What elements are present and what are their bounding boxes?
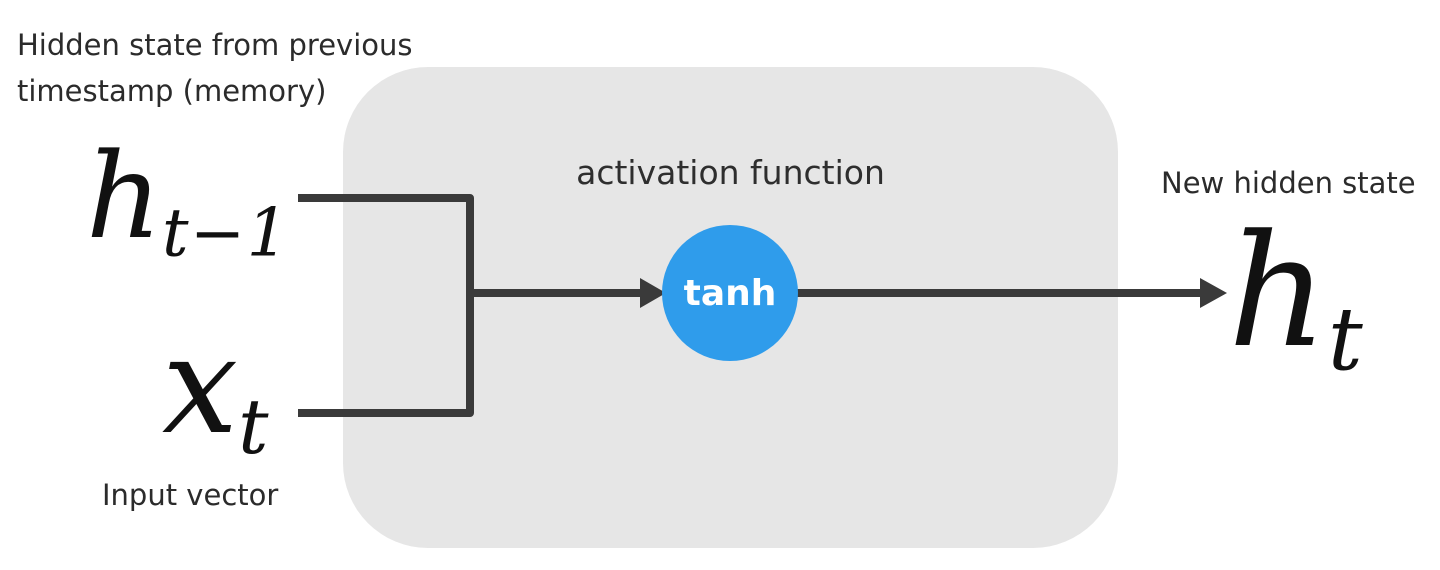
h-prev-base: h	[86, 127, 162, 265]
tanh-label: tanh	[683, 272, 777, 314]
activation-function-label: activation function	[576, 153, 885, 192]
h-out-subscript: t	[1327, 289, 1365, 391]
h-out-symbol: ht	[1228, 214, 1364, 383]
h-out-base: h	[1228, 201, 1328, 382]
h-prev-symbol: ht−1	[86, 137, 290, 266]
hidden-state-prev-label: Hidden state from previous timestamp (me…	[17, 28, 413, 108]
x-input-symbol: xt	[162, 318, 270, 465]
x-input-base: x	[162, 307, 239, 464]
new-hidden-state-label: New hidden state	[1161, 166, 1416, 200]
output-arrowhead-icon	[1200, 278, 1227, 308]
h-prev-subscript: t−1	[162, 194, 290, 272]
input-vector-label: Input vector	[102, 478, 279, 512]
tanh-activation-node: tanh	[662, 225, 798, 361]
x-input-subscript: t	[238, 383, 271, 472]
